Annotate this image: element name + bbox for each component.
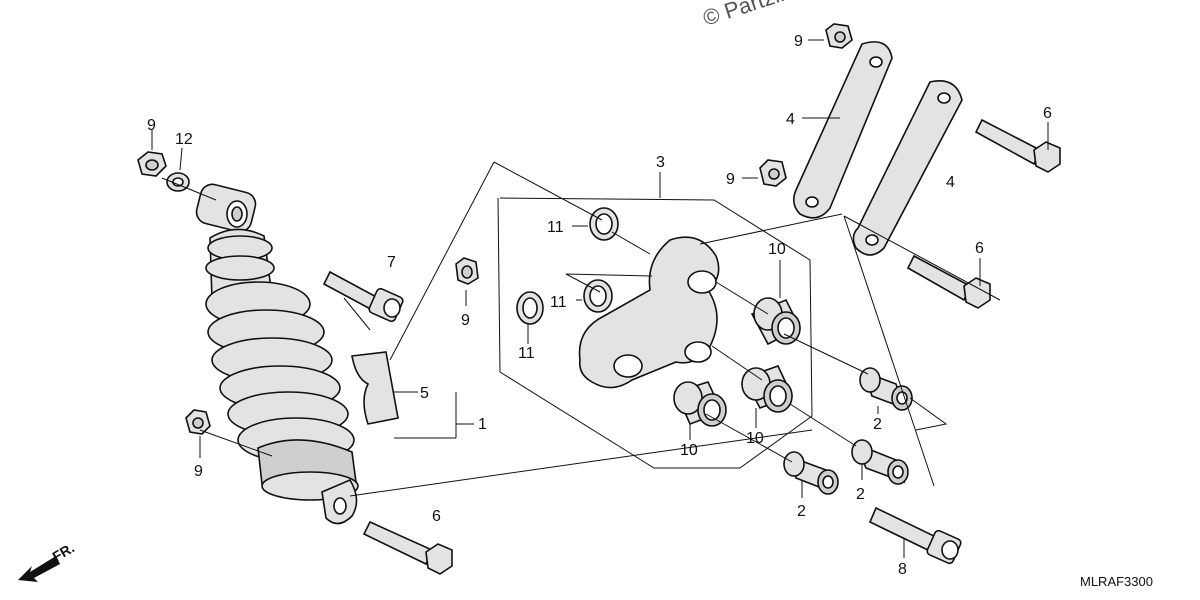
callout-6-a: 6 bbox=[432, 508, 441, 525]
bolt-7 bbox=[322, 270, 404, 323]
washer-12 bbox=[166, 172, 190, 192]
nut-9-bottom-left bbox=[185, 409, 211, 435]
callout-10-c: 10 bbox=[746, 430, 764, 447]
callout-1: 1 bbox=[478, 416, 487, 433]
leader-lines bbox=[151, 39, 1049, 558]
watermark: © Partzilla.com bbox=[700, 0, 849, 31]
shock-arm-link bbox=[578, 236, 720, 389]
callout-3: 3 bbox=[656, 154, 665, 171]
nut-9-top-right bbox=[825, 23, 853, 49]
bolt-6-top-right bbox=[974, 118, 1061, 173]
nut-9-mid-right bbox=[759, 159, 787, 187]
bolt-8 bbox=[868, 506, 962, 565]
label-sticker-5 bbox=[351, 351, 399, 425]
diagram-code: MLRAF3300 bbox=[1080, 574, 1153, 589]
callout-10-a: 10 bbox=[768, 241, 786, 258]
callout-9-a: 9 bbox=[147, 117, 156, 134]
bolt-6-bottom bbox=[362, 520, 453, 575]
front-direction-arrow: FR. bbox=[18, 539, 77, 582]
callout-2-a: 2 bbox=[873, 416, 882, 433]
callout-8: 8 bbox=[898, 561, 907, 578]
callout-4-a: 4 bbox=[786, 111, 795, 128]
seal-11-mid bbox=[583, 279, 613, 313]
callout-6-c: 6 bbox=[975, 240, 984, 257]
callout-4-b: 4 bbox=[946, 174, 955, 191]
seal-11-left bbox=[516, 291, 544, 325]
callout-9-c: 9 bbox=[194, 463, 203, 480]
callout-7: 7 bbox=[387, 254, 396, 271]
arrow-left-icon bbox=[18, 556, 60, 582]
callout-2-c: 2 bbox=[797, 503, 806, 520]
callout-11-a: 11 bbox=[547, 219, 564, 236]
nut-9-center bbox=[455, 257, 479, 285]
callout-12: 12 bbox=[175, 131, 193, 148]
assembly-guides bbox=[161, 161, 1001, 497]
callout-6-b: 6 bbox=[1043, 105, 1052, 122]
callout-9-b: 9 bbox=[461, 312, 470, 329]
shock-absorber bbox=[195, 183, 359, 525]
callout-9-d: 9 bbox=[794, 33, 803, 50]
callout-9-e: 9 bbox=[726, 171, 735, 188]
callout-11-c: 11 bbox=[518, 345, 535, 362]
link-rod-4-right bbox=[852, 80, 963, 256]
collar-2-lower bbox=[851, 439, 909, 485]
bearing-10-right bbox=[741, 365, 794, 413]
bearing-10-top bbox=[750, 297, 802, 346]
seal-11-top bbox=[589, 207, 619, 241]
nut-9-top-left bbox=[137, 151, 167, 177]
callout-10-b: 10 bbox=[680, 442, 698, 459]
callout-5: 5 bbox=[420, 385, 429, 402]
collar-2-upper bbox=[859, 367, 913, 411]
callouts: 9 12 7 9 9 5 1 6 11 11 11 3 10 10 10 9 9… bbox=[147, 33, 1052, 578]
bolt-6-mid-right bbox=[906, 254, 991, 309]
callout-2-b: 2 bbox=[856, 486, 865, 503]
callout-11-b: 11 bbox=[550, 294, 567, 311]
link-rod-4-left bbox=[792, 41, 893, 219]
bearing-10-left bbox=[673, 381, 727, 427]
collar-2-left bbox=[783, 451, 839, 495]
